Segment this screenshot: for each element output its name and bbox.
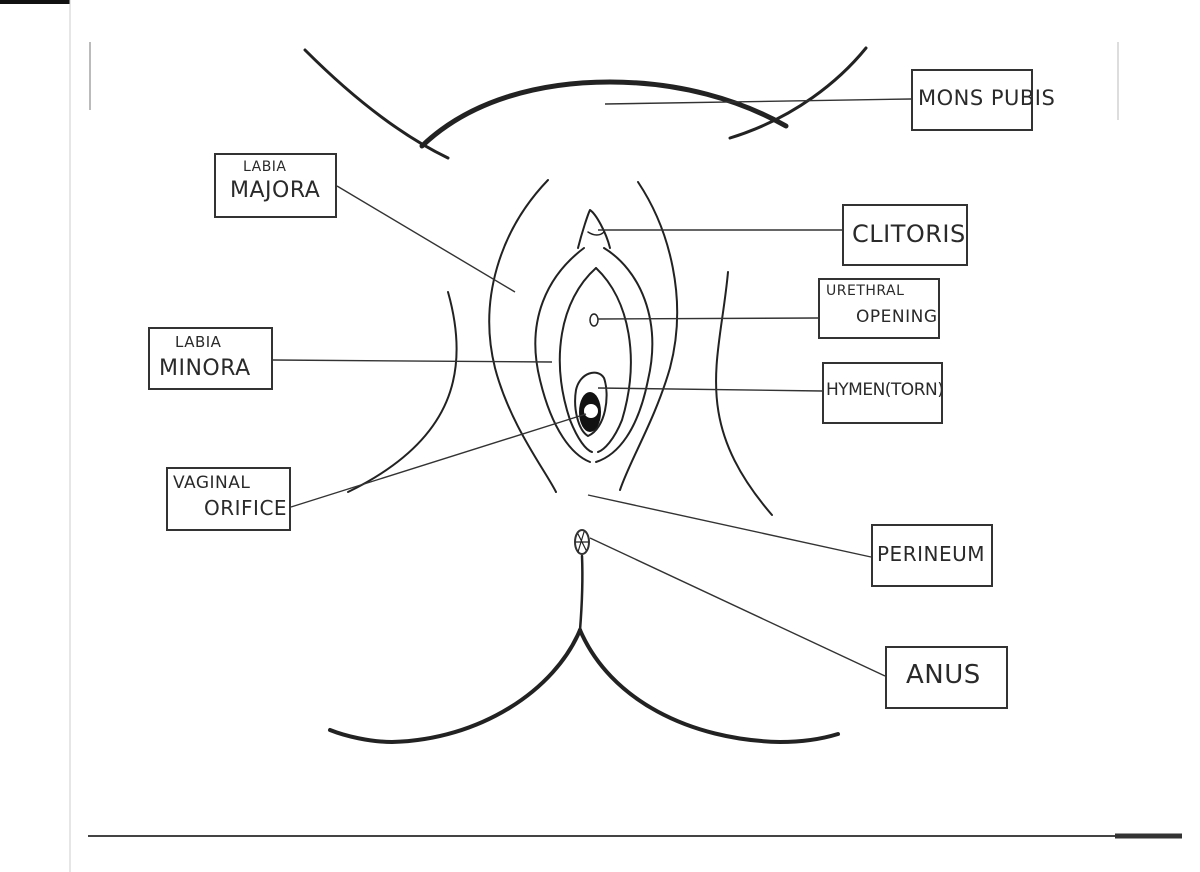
leader-hymen <box>597 387 823 392</box>
leader-perineum <box>587 494 872 558</box>
labia-minora-inner-left <box>558 267 597 453</box>
leader-labia-minora <box>272 359 553 363</box>
label-hymen: HYMEN(TORN) <box>826 380 944 400</box>
clitoral-hood <box>577 209 611 249</box>
vaginal-orifice-center <box>584 404 598 418</box>
label-box-mons-pubis <box>911 69 1033 131</box>
labia-minora-outer-left <box>534 247 591 463</box>
label-anus: ANUS <box>906 660 981 690</box>
label-vaginal-orifice-line1: VAGINAL <box>173 473 251 493</box>
label-box-urethral-opening <box>818 278 940 339</box>
label-perineum: PERINEUM <box>877 542 985 566</box>
label-box-labia-majora <box>214 153 337 218</box>
leader-mons-pubis <box>604 98 912 105</box>
left-outer-contour <box>347 291 458 493</box>
label-box-perineum <box>871 524 993 587</box>
label-urethral-opening-line2: OPENING <box>856 307 938 327</box>
hymen-remnants <box>574 371 608 437</box>
label-vaginal-orifice-line2: ORIFICE <box>204 496 288 520</box>
label-box-vaginal-orifice <box>166 467 291 531</box>
label-labia-minora-line1: LABIA <box>175 333 222 351</box>
right-thigh-crease <box>728 46 868 140</box>
leader-anus <box>589 537 886 677</box>
label-labia-minora-line2: MINORA <box>159 356 251 381</box>
leader-vaginal-orifice <box>290 413 587 508</box>
anus-shape <box>574 529 590 555</box>
label-box-clitoris <box>842 204 968 266</box>
right-buttock-contour <box>578 628 840 744</box>
labia-majora-left <box>488 179 557 493</box>
label-urethral-opening-line1: URETHRAL <box>826 283 905 299</box>
label-box-labia-minora <box>148 327 273 390</box>
label-labia-majora-line1: LABIA <box>243 159 287 175</box>
label-mons-pubis: MONS PUBIS <box>918 86 1056 110</box>
anus-folds <box>575 531 589 553</box>
left-buttock-contour <box>328 628 582 744</box>
left-thigh-crease <box>303 48 450 160</box>
urethral-opening-shape <box>589 313 599 327</box>
label-clitoris: CLITORIS <box>852 220 966 248</box>
right-outer-contour <box>715 271 773 516</box>
labia-minora-outer-right <box>595 247 654 463</box>
gluteal-cleft <box>578 554 584 632</box>
mons-pubis-contour <box>419 79 789 149</box>
labia-majora-right <box>619 181 679 491</box>
label-labia-majora-line2: MAJORA <box>230 178 321 203</box>
labia-minora-inner-right <box>595 267 632 453</box>
leader-urethral-opening <box>597 317 819 320</box>
clitoral-hood-inner <box>587 231 605 236</box>
label-box-hymen <box>822 362 943 424</box>
leader-labia-majora <box>336 185 516 293</box>
label-box-anus <box>885 646 1008 709</box>
